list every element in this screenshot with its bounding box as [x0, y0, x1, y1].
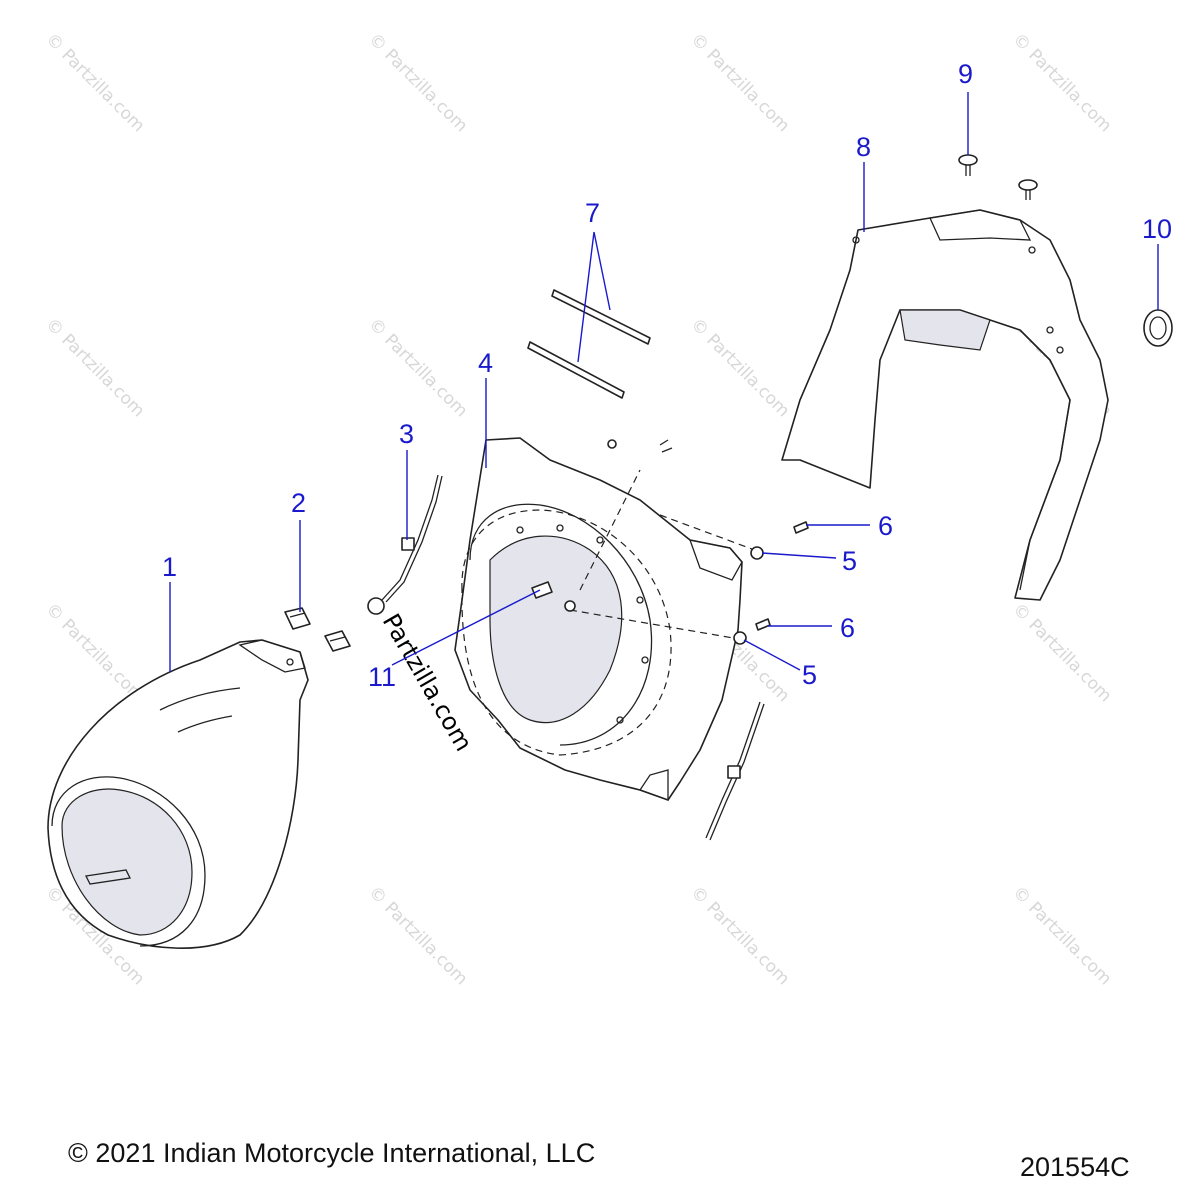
callout-11: 11 [368, 662, 396, 692]
copyright-notice: © 2021 Indian Motorcycle International, … [68, 1138, 595, 1168]
callout-5a: 5 [842, 546, 857, 576]
callout-5b: 5 [802, 660, 817, 690]
callout-6b: 6 [840, 613, 855, 643]
part-4-fairing-bracket [454, 437, 743, 801]
callout-10: 10 [1142, 214, 1172, 244]
part-3-cable-tie [367, 474, 443, 615]
callout-7: 7 [585, 198, 600, 228]
part-9-screws [958, 154, 1038, 200]
watermark: © Partzilla.com [1008, 882, 1115, 989]
part-1-headlight-nacelle [47, 639, 309, 949]
drawing-number: 201554C [1020, 1152, 1130, 1182]
watermark: © Partzilla.com [364, 882, 471, 989]
watermark: © Partzilla.com [1008, 29, 1115, 136]
watermark: © Partzilla.com [41, 314, 148, 421]
watermark: © Partzilla.com [686, 882, 793, 989]
watermark: © Partzilla.com [686, 29, 793, 136]
watermark: © Partzilla.com [41, 29, 148, 136]
callout-1: 1 [162, 552, 177, 582]
callout-3: 3 [399, 419, 414, 449]
watermark: © Partzilla.com [686, 314, 793, 421]
watermark: © Partzilla.com [364, 29, 471, 136]
lower-cable-tie [705, 701, 765, 841]
callout-4: 4 [478, 348, 493, 378]
leader-lines [169, 92, 1159, 672]
callout-6a: 6 [878, 511, 893, 541]
part-7-rods [527, 289, 651, 399]
part-2-clips [284, 607, 351, 652]
watermark: © Partzilla.com [1008, 599, 1115, 706]
callout-2: 2 [291, 488, 306, 518]
part-8-upper-fairing [781, 209, 1109, 601]
callouts: 1 2 3 4 7 8 9 10 6 5 6 5 11 [162, 59, 1172, 692]
callout-9: 9 [958, 59, 973, 89]
hardware-5-6 [531, 439, 809, 645]
watermark: © Partzilla.com [41, 599, 148, 706]
part-10-grommet [1143, 309, 1173, 347]
callout-8: 8 [856, 132, 871, 162]
watermark: © Partzilla.com [364, 314, 471, 421]
